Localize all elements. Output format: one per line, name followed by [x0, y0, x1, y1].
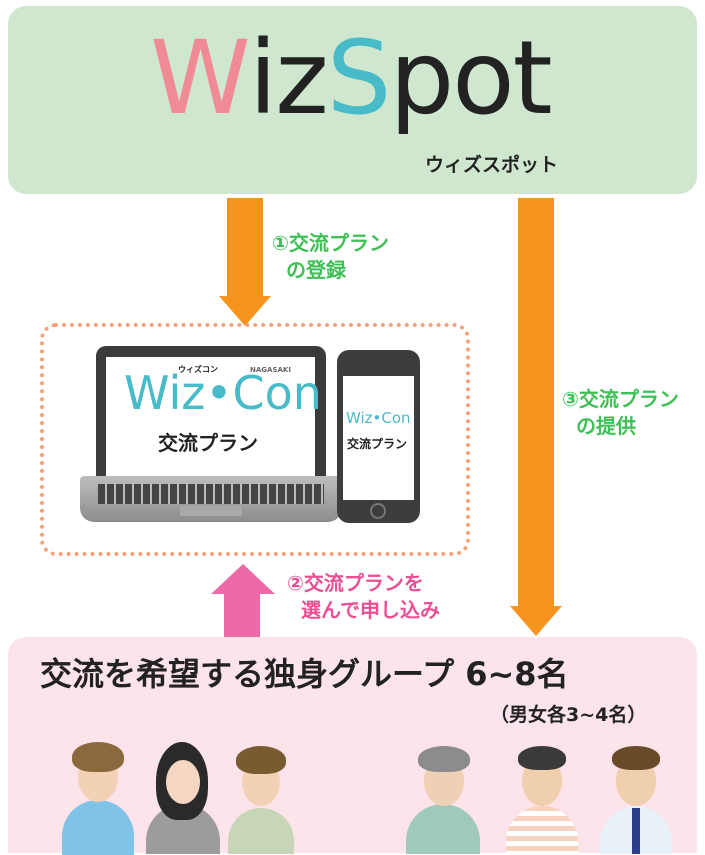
laptop-logo-region: NAGASAKI — [250, 366, 291, 374]
keyboard-keys — [98, 484, 324, 504]
arrow-register-shaft — [227, 198, 263, 298]
arrow-apply-head — [211, 564, 275, 594]
group-subtitle: （男女各3~4名） — [490, 704, 647, 726]
person-woman-2 — [142, 738, 224, 854]
step1-line2: の登録 — [286, 258, 346, 282]
laptop-screen — [106, 357, 315, 485]
logo-letter-s: S — [326, 19, 392, 138]
laptop-logo-kana: ウィズコン — [178, 365, 218, 374]
step3-label: ③交流プラン の提供 — [562, 386, 679, 440]
step1-label: ①交流プラン の登録 — [272, 230, 389, 284]
step3-line1: ③交流プラン — [562, 387, 679, 411]
logo-letter-i: i — [248, 19, 277, 138]
step2-line1: ②交流プランを — [287, 571, 424, 595]
logo-letter-o: o — [452, 19, 514, 138]
wizspot-panel — [8, 6, 697, 194]
person-man-1 — [398, 740, 488, 854]
step2-line2: 選んで申し込み — [301, 598, 440, 622]
logo-letter-t: t — [512, 19, 553, 138]
arrow-register-head — [219, 296, 271, 326]
laptop-trackpad — [180, 506, 242, 516]
arrow-provide-shaft — [518, 198, 554, 608]
phone-caption: 交流プラン — [347, 437, 408, 451]
phone-home-button — [370, 503, 386, 519]
laptop-caption: 交流プラン — [158, 431, 258, 455]
person-man-2 — [500, 740, 584, 854]
wizspot-logo: WizSpot — [150, 19, 553, 138]
phone-screen — [343, 376, 414, 500]
person-woman-3 — [222, 738, 300, 854]
laptop-wizcon-logo: Wiz•Con — [124, 366, 322, 420]
person-woman-1 — [58, 738, 138, 855]
logo-letter-z: z — [275, 19, 329, 138]
logo-letter-p: p — [389, 19, 455, 138]
devices-frame — [40, 323, 470, 556]
logo-letter-w: W — [150, 19, 251, 138]
person-man-3 — [594, 740, 678, 854]
step3-line2: の提供 — [576, 414, 636, 438]
step1-line1: ①交流プラン — [272, 231, 389, 255]
step2-label: ②交流プランを 選んで申し込み — [287, 570, 440, 624]
arrow-provide-head — [510, 606, 562, 636]
phone-wizcon-logo: Wiz•Con — [346, 409, 411, 427]
group-title: 交流を希望する独身グループ 6~8名 — [40, 655, 569, 693]
logo-subtitle: ウィズスポット — [425, 154, 559, 176]
